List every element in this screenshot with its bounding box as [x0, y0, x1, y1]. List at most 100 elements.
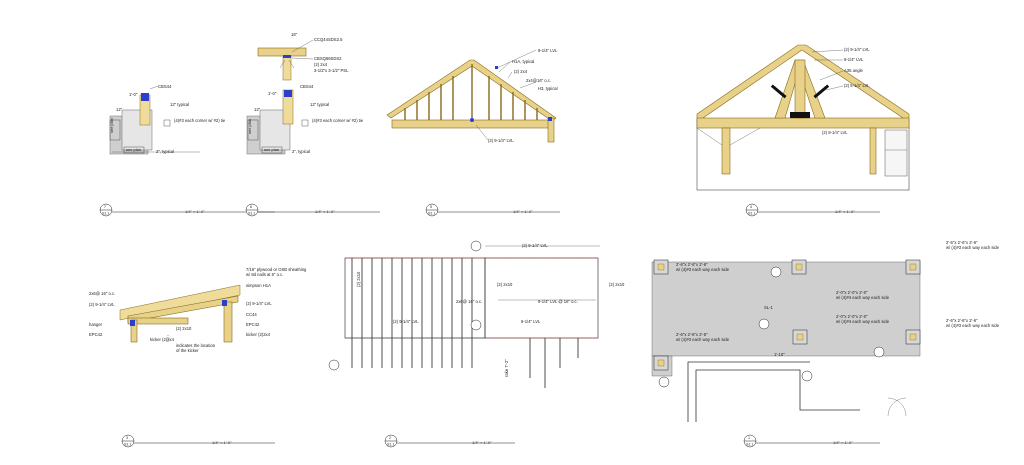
svg-text:EPC42: EPC42	[89, 332, 103, 337]
plan-key-icon	[301, 119, 309, 127]
svg-text:of the kicker: of the kicker	[176, 348, 199, 353]
scale-label: 1/4" = 1'-0"	[185, 209, 205, 214]
detail-4: (2) 9-1/4" LVL 9-1/4" LVL A35 angle (2) …	[696, 44, 910, 217]
svg-text:(2) 2x10: (2) 2x10	[609, 282, 625, 287]
svg-text:6: 6	[250, 205, 252, 209]
svg-text:w/ (4)#4 each way each side: w/ (4)#4 each way each side	[836, 295, 890, 300]
scale-label: 1/4" = 1'-0"	[212, 440, 232, 445]
svg-text:hanger: hanger	[89, 322, 103, 327]
svg-text:indicates the location: indicates the location	[176, 343, 216, 348]
svg-text:(4)#3 each corner w/ #2) tie: (4)#3 each corner w/ #2) tie	[312, 118, 364, 123]
scale-label: 1/4" = 1'-0"	[833, 440, 853, 445]
note: see plan	[126, 147, 141, 152]
svg-text:2x6@ 16" o.c.: 2x6@ 16" o.c.	[456, 299, 482, 304]
svg-text:(2) 9-1/4" LVL: (2) 9-1/4" LVL	[844, 47, 870, 52]
svg-text:5: 5	[430, 205, 432, 209]
scale-label: 1/4" = 1'-0"	[472, 440, 492, 445]
scale-label: 1/4" = 1'-0"	[513, 209, 533, 214]
svg-text:9-1/4" LVL: 9-1/4" LVL	[844, 57, 864, 62]
svg-text:2x6@ 16" o.c.: 2x6@ 16" o.c.	[89, 291, 115, 296]
svg-text:w/ (4)#3 each way each side: w/ (4)#3 each way each side	[946, 323, 1000, 328]
svg-text:(2) 2x10: (2) 2x10	[497, 282, 513, 287]
svg-text:H1A, typical: H1A, typical	[512, 59, 534, 64]
detail-7: CBS44 1'-0" 12" 12" typical (4)#3 each c…	[99, 84, 275, 217]
note: 12"	[116, 107, 123, 112]
svg-text:2: 2	[389, 436, 391, 440]
svg-text:1'-0": 1'-0"	[268, 91, 277, 96]
svg-text:CCQ44SDS2.5: CCQ44SDS2.5	[314, 37, 343, 42]
svg-text:2", typical: 2", typical	[292, 149, 310, 154]
svg-text:CBS44: CBS44	[300, 84, 314, 89]
svg-text:9-1/4" LVL: 9-1/4" LVL	[521, 319, 541, 324]
svg-text:(2) 9-1/4" LVL: (2) 9-1/4" LVL	[246, 301, 272, 306]
slab	[651, 261, 921, 357]
svg-text:1: 1	[748, 436, 750, 440]
svg-text:A35 angle: A35 angle	[844, 68, 864, 73]
note: (4)#3 each corner w/ #2) tie	[174, 118, 226, 123]
svg-text:S1.1: S1.1	[387, 443, 394, 447]
svg-text:H3, typical: H3, typical	[538, 86, 558, 91]
svg-text:S1.1: S1.1	[748, 212, 755, 216]
svg-text:2'-6"x 2'-6"x 2'-6": 2'-6"x 2'-6"x 2'-6"	[676, 332, 708, 337]
note: 2", typical	[156, 149, 174, 154]
detail-2: (2) 9-1/4" LVL (2) 2x10 (2) 2x10 (2) 2x1…	[328, 240, 625, 448]
svg-text:3-1/2"x 3-1/2" PSL: 3-1/2"x 3-1/2" PSL	[314, 68, 349, 73]
svg-text:2'-0"x 2'-0"x 2'-0": 2'-0"x 2'-0"x 2'-0"	[836, 290, 868, 295]
svg-text:2'-6"x 2'-6"x 2'-6": 2'-6"x 2'-6"x 2'-6"	[946, 240, 978, 245]
svg-text:S1.1: S1.1	[102, 212, 109, 216]
svg-text:kicker (2)2x4: kicker (2)2x4	[246, 332, 271, 337]
detail-1: SL-1 2'-6"x 2'-6"x 2'-6" w/ (4)#3 each w…	[651, 240, 1000, 448]
svg-text:(2) 5-1/4" LVL: (2) 5-1/4" LVL	[844, 83, 870, 88]
svg-text:16": 16"	[291, 32, 298, 37]
svg-text:see plan: see plan	[247, 119, 252, 134]
detail-5: 9-1/4" LVL H1A, typical (2) 2x4 2x4@16" …	[386, 48, 560, 217]
note: see plan	[109, 118, 114, 133]
svg-text:(2) 2x10: (2) 2x10	[356, 271, 361, 287]
svg-text:2x4@16" o.c.: 2x4@16" o.c.	[526, 78, 551, 83]
svg-text:SL-1: SL-1	[764, 305, 774, 310]
note: CBS44	[158, 84, 172, 89]
svg-text:2'-6"x 2'-6"x 2'-6": 2'-6"x 2'-6"x 2'-6"	[946, 318, 978, 323]
svg-text:see plan: see plan	[264, 147, 279, 152]
svg-text:kicker (2)2x4: kicker (2)2x4	[150, 337, 175, 342]
svg-text:simpson H1A: simpson H1A	[246, 283, 271, 288]
svg-text:9-1/4" LVL: 9-1/4" LVL	[538, 48, 558, 53]
note: 12" typical	[170, 102, 189, 107]
svg-text:1'-10": 1'-10"	[774, 352, 785, 357]
scale-label: 1/4" = 1'-0"	[315, 209, 335, 214]
note: 1'-0"	[129, 92, 138, 97]
svg-text:rake 7'-2": rake 7'-2"	[504, 359, 509, 377]
svg-text:3: 3	[126, 436, 128, 440]
svg-text:(2) 2x10: (2) 2x10	[176, 326, 192, 331]
svg-text:7: 7	[104, 205, 106, 209]
svg-text:2'-6"x 2'-6"x 2'-6": 2'-6"x 2'-6"x 2'-6"	[676, 262, 708, 267]
svg-text:w/ 8d nails at 6" o.c.: w/ 8d nails at 6" o.c.	[246, 272, 283, 277]
svg-text:9-1/4" LVL @ 16" o.c.: 9-1/4" LVL @ 16" o.c.	[538, 299, 578, 304]
svg-text:CBSQ66SDS2: CBSQ66SDS2	[314, 56, 342, 61]
svg-text:w/ (4)#3 each way each side: w/ (4)#3 each way each side	[676, 267, 730, 272]
svg-text:S1.1: S1.1	[428, 212, 435, 216]
svg-text:12": 12"	[254, 107, 261, 112]
scale-label: 1/4" = 1'-0"	[835, 209, 855, 214]
svg-text:(2) 2x4: (2) 2x4	[314, 62, 328, 67]
svg-text:w/ (4)#4 each way each side: w/ (4)#4 each way each side	[836, 319, 890, 324]
svg-text:w/ (4)#3 each way each side: w/ (4)#3 each way each side	[946, 245, 1000, 250]
svg-text:2'-0"x 2'-0"x 2'-0": 2'-0"x 2'-0"x 2'-0"	[836, 314, 868, 319]
svg-text:S1.1: S1.1	[248, 212, 255, 216]
beam	[257, 47, 307, 57]
plan-key-icon	[163, 119, 171, 127]
svg-text:EPC42: EPC42	[246, 322, 260, 327]
svg-text:CC44: CC44	[246, 312, 257, 317]
svg-text:S1.1: S1.1	[746, 443, 753, 447]
svg-text:7/16" plywood or OSB sheathing: 7/16" plywood or OSB sheathing	[246, 267, 307, 272]
svg-text:12" typical: 12" typical	[310, 102, 329, 107]
svg-text:(2) 9-1/4" LVL: (2) 9-1/4" LVL	[822, 130, 848, 135]
svg-text:(2) 9-1/4" LVL: (2) 9-1/4" LVL	[393, 319, 419, 324]
svg-text:4: 4	[750, 205, 752, 209]
detail-6: 16" CCQ44SDS2.5 CBSQ66SDS2 (2) 2x4 3-1/2…	[245, 32, 380, 217]
svg-text:(2) 2x4: (2) 2x4	[514, 69, 528, 74]
svg-text:(2) 9-1/4" LVL: (2) 9-1/4" LVL	[89, 302, 115, 307]
svg-text:(2) 9-1/4" LVL: (2) 9-1/4" LVL	[522, 243, 548, 248]
svg-text:(2) 9-1/4" LVL: (2) 9-1/4" LVL	[488, 138, 514, 143]
